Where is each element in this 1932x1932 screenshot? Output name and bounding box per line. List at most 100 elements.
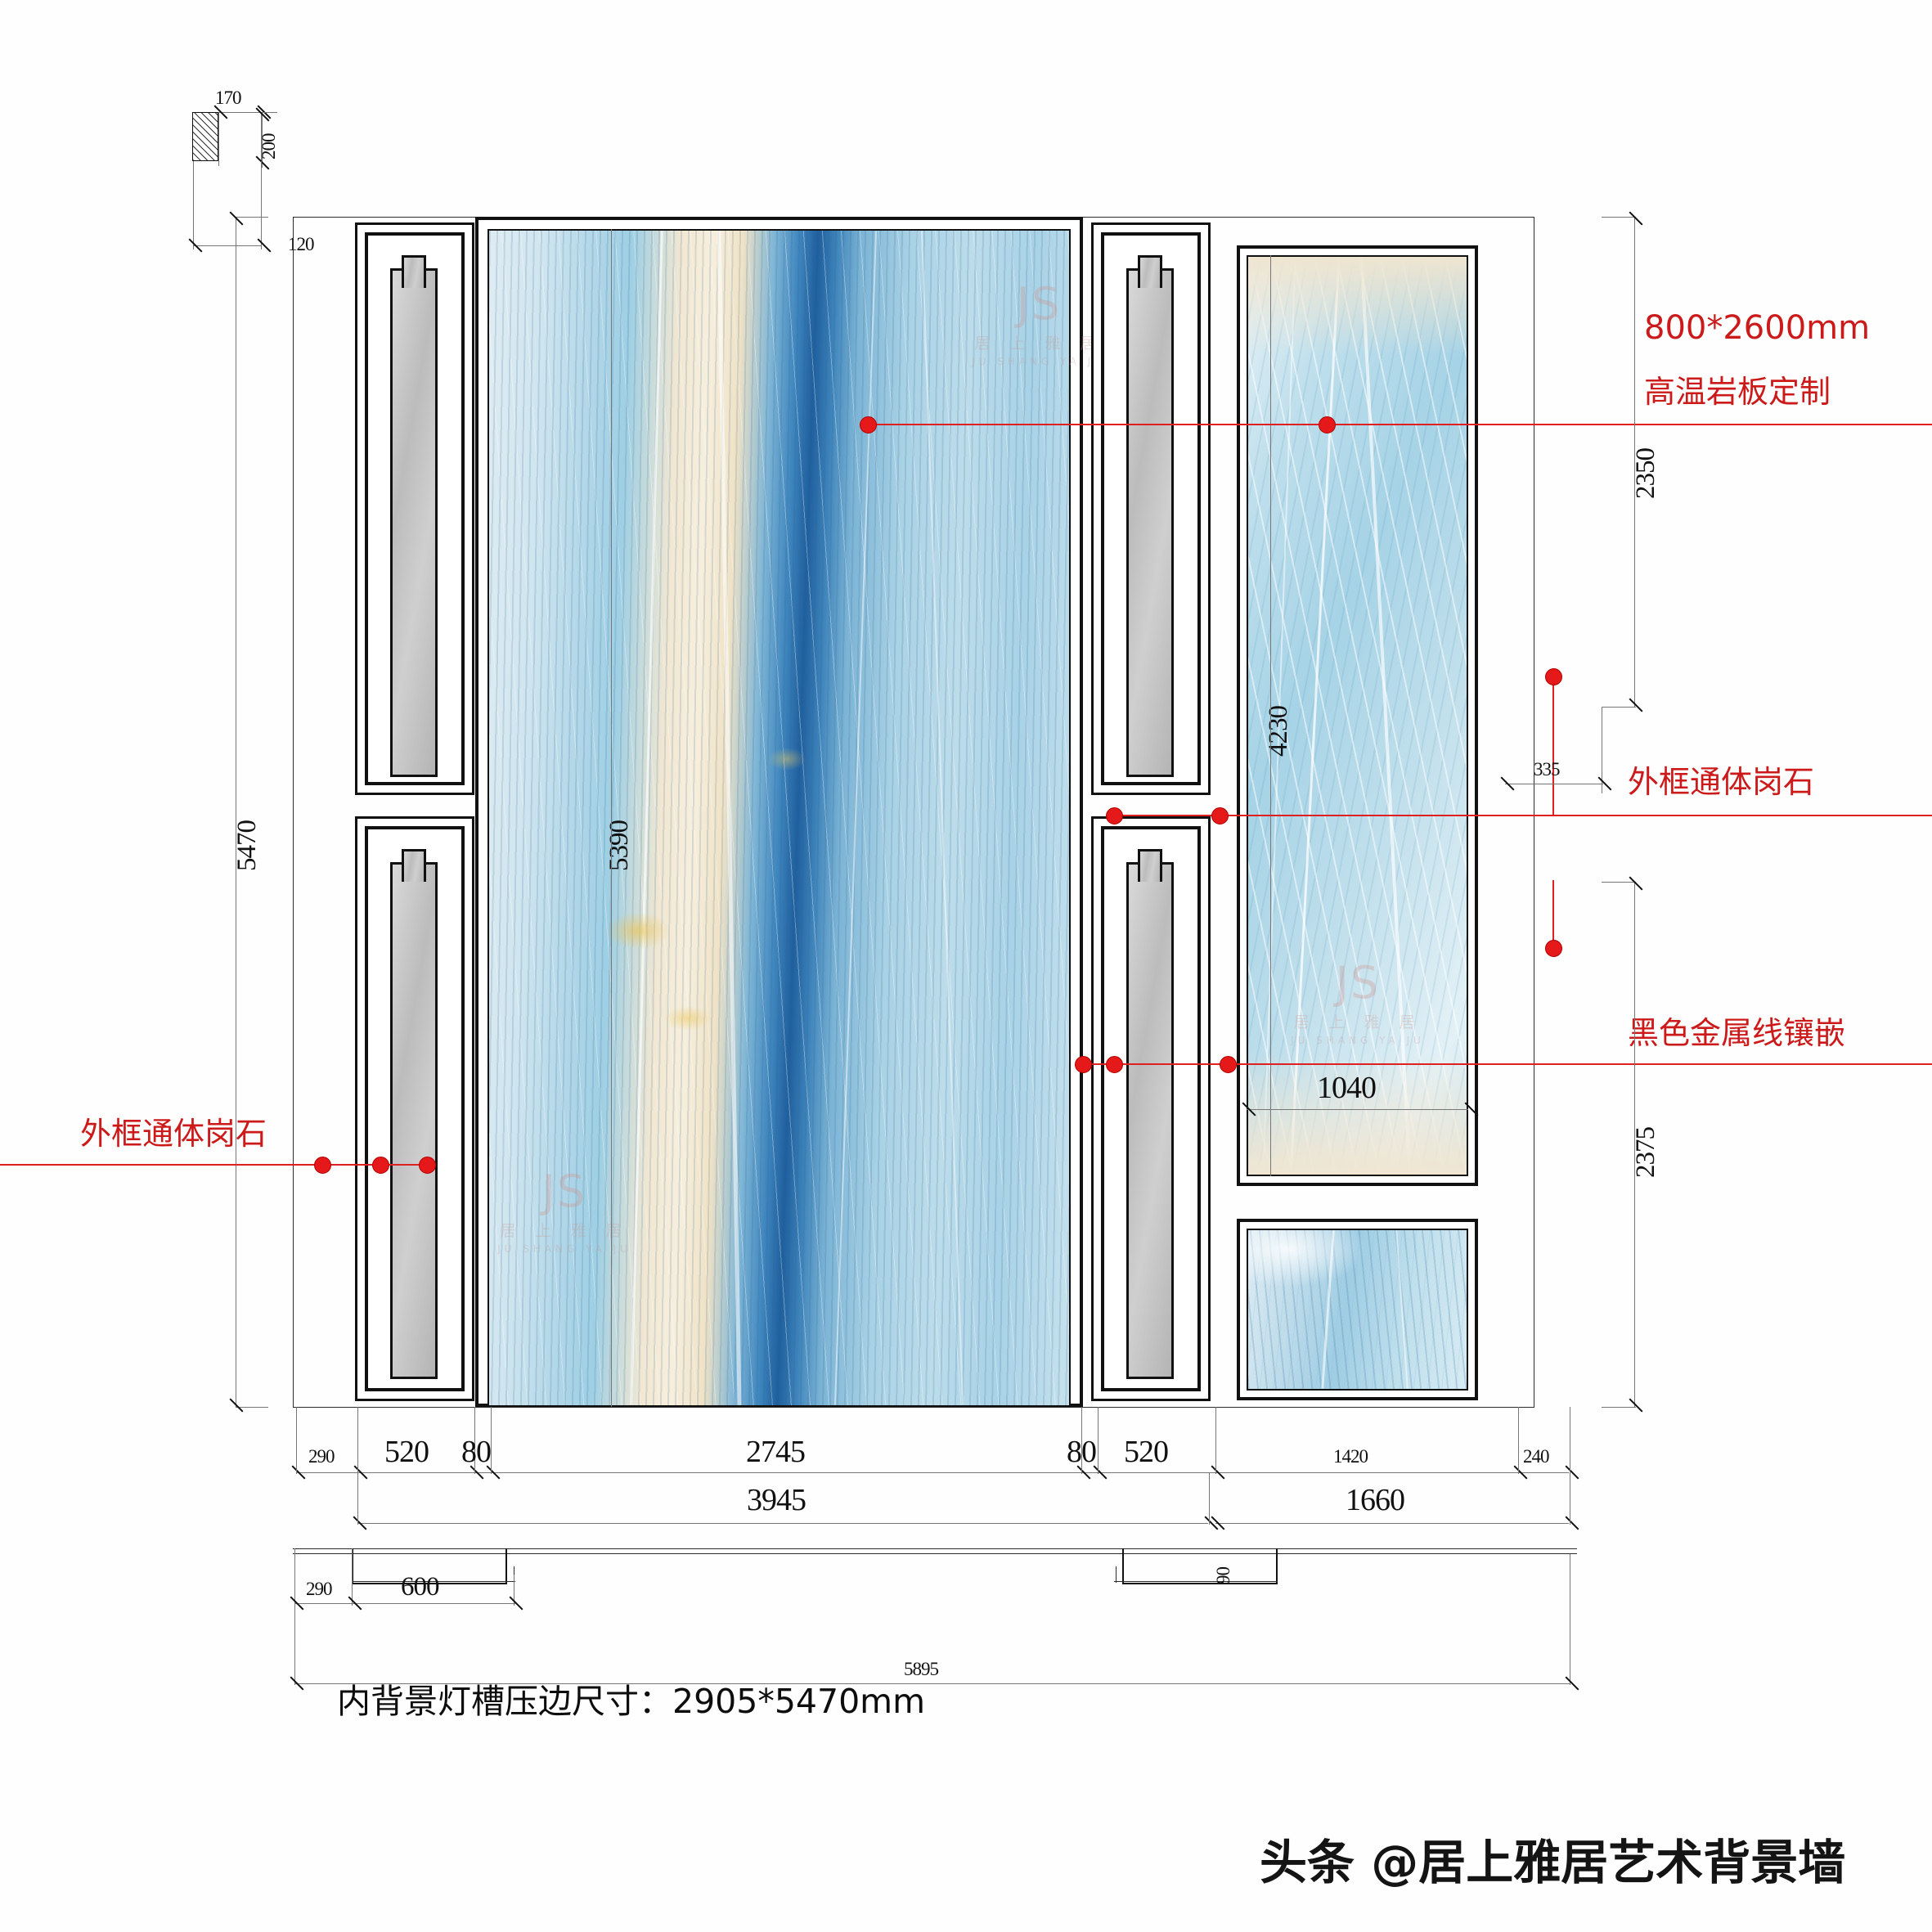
left-ornament-lower-liner (362, 823, 468, 1395)
leader-slab-spec (867, 424, 1932, 425)
dim-1660: 1660 (1346, 1483, 1405, 1517)
tick-2350-b (1629, 698, 1643, 712)
plan-wall-top2 (293, 1553, 1577, 1554)
dim-5895: 5895 (904, 1659, 939, 1679)
plan-left-niche (352, 1548, 507, 1584)
dim-plan-600: 600 (401, 1572, 439, 1602)
left-ornament-upper-inset (390, 245, 438, 777)
dim-line-1040 (1247, 1109, 1468, 1110)
leader-dot-frame-right-a (1106, 807, 1123, 824)
dim-1420: 1420 (1333, 1446, 1368, 1467)
plan-right-niche-base (1114, 1581, 1278, 1582)
annotation-frame-stone-left: 外框通体岗石 (80, 1116, 267, 1152)
ext-b-4 (491, 1407, 492, 1474)
leader-frame-stone-right (1112, 815, 1932, 816)
ext-b-7 (1215, 1407, 1216, 1474)
ext-line-170-right (261, 112, 262, 166)
ext-120-right (261, 161, 262, 249)
dim-chain-row2-right (1215, 1523, 1569, 1524)
leader-vertical-connector-b (1552, 880, 1554, 947)
tick-2375-a (1629, 876, 1643, 891)
annotation-metal-trim: 黑色金属线镶嵌 (1628, 1015, 1846, 1051)
leader-dot-frame-left-c (419, 1157, 436, 1174)
leader-dot-frame-right-b (1211, 807, 1229, 824)
plan-ext-5895-left (294, 1603, 295, 1685)
ext-b-8 (1518, 1407, 1519, 1474)
right-ornament-upper-inset (1126, 245, 1174, 777)
dim-plan-290: 290 (306, 1579, 332, 1599)
dim-4230: 4230 (1264, 706, 1293, 757)
leader-metal-trim (1081, 1063, 1932, 1065)
feature-slab (487, 229, 1071, 1407)
leader-dot-slab-right (1319, 416, 1336, 434)
dim-line-200-top (261, 112, 277, 113)
ext-2375-top (1602, 882, 1636, 883)
dim-90: 90 (1213, 1567, 1233, 1584)
dim-line-5390 (611, 229, 612, 1407)
plan-right-niche (1122, 1548, 1278, 1584)
ext-b-2 (357, 1407, 358, 1474)
plan-section: 90 (286, 1542, 1579, 1640)
leader-dot-vertical-b (1545, 940, 1562, 957)
leader-dot-slab-center (860, 416, 877, 434)
dim-line-2350 (1634, 217, 1635, 708)
dim-line-2375 (1634, 882, 1635, 1407)
ext-b-3 (474, 1407, 475, 1474)
dim-line-200 (262, 112, 263, 168)
tick-5470-a (229, 211, 244, 226)
ext-5470-bottom (236, 1407, 268, 1408)
ext-120-left (193, 161, 194, 249)
elevation-bottom-edge (293, 1407, 1534, 1408)
right-ornament-upper-liner (1098, 229, 1204, 789)
dim-170: 170 (215, 88, 241, 108)
ext-b-6 (1098, 1407, 1099, 1474)
ext-line-170-left (218, 112, 219, 166)
leader-dot-metal-a (1075, 1056, 1092, 1073)
dim-240: 240 (1523, 1446, 1549, 1467)
plan-left-niche-base (352, 1581, 515, 1582)
byline-watermark: 头条 @居上雅居艺术背景墙 (1260, 1835, 1846, 1890)
dim-200: 200 (258, 133, 279, 160)
dim-80-right: 80 (1067, 1435, 1097, 1469)
dim-5470: 5470 (232, 820, 262, 871)
annotation-frame-stone-right: 外框通体岗石 (1628, 764, 1815, 800)
dim-520-right: 520 (1124, 1435, 1169, 1469)
ext-5470-top (236, 217, 268, 218)
ext-2350-bottom (1602, 707, 1636, 708)
leader-dot-frame-left-b (372, 1157, 389, 1174)
right-tall-panel (1247, 255, 1468, 1176)
ext-3945-left (357, 1472, 358, 1525)
dim-line-120 (193, 245, 262, 246)
right-short-panel (1247, 1229, 1468, 1391)
annotation-slab-material: 高温岩板定制 (1644, 374, 1831, 410)
ext-3945-right (1209, 1472, 1210, 1525)
right-ornament-lower-liner (1098, 823, 1204, 1395)
dim-80-left: 80 (461, 1435, 492, 1469)
left-ornament-lower-band (365, 826, 465, 1391)
right-ornament-lower-band (1101, 826, 1201, 1391)
plan-dim-line-5895 (294, 1683, 1570, 1684)
ext-2375-bottom (1602, 1407, 1636, 1408)
dim-2375: 2375 (1631, 1127, 1660, 1178)
dim-5390: 5390 (604, 820, 634, 871)
elevation-left-edge (293, 217, 294, 1407)
dim-3945: 3945 (747, 1483, 806, 1517)
dim-290-elev: 290 (308, 1446, 335, 1467)
right-ornament-upper-band (1101, 232, 1201, 785)
right-ornament-lower-inset (1126, 839, 1174, 1379)
dim-335: 335 (1534, 759, 1560, 780)
leader-dot-metal-b (1106, 1056, 1123, 1073)
dim-2745: 2745 (746, 1435, 806, 1469)
plan-right-niche-stop (1116, 1566, 1117, 1583)
leader-vertical-connector-a (1552, 676, 1554, 815)
hatched-section-block (192, 112, 218, 161)
tick-2350-a (1629, 211, 1643, 226)
leader-dot-vertical-a (1545, 668, 1562, 685)
ext-2350-top (1602, 217, 1636, 218)
dim-chain-row2-left (357, 1523, 1208, 1524)
ext-b-5 (1081, 1407, 1082, 1474)
left-ornament-upper-band (365, 232, 465, 785)
leader-dot-frame-left-a (314, 1157, 331, 1174)
annotation-slab-size: 800*2600mm (1644, 309, 1871, 347)
dim-line-170 (218, 112, 262, 113)
